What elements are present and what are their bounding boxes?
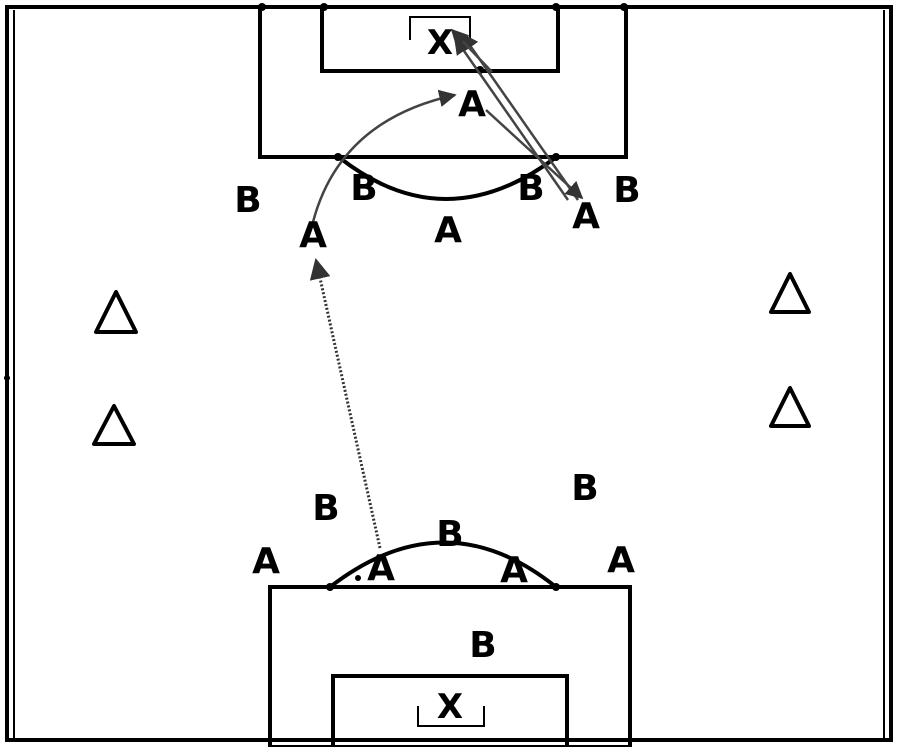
marker-dot (4, 375, 10, 381)
marker-dot (552, 153, 560, 161)
top-goal-label: X (427, 23, 453, 63)
cone-icon (769, 386, 811, 428)
marker-dot (334, 153, 342, 161)
cone-icon (769, 272, 811, 314)
player-b: B (517, 168, 544, 209)
marker-dot (552, 583, 560, 591)
marker-dot (620, 3, 628, 11)
player-a: A (572, 196, 600, 237)
bottom-goal-label: X (437, 687, 463, 727)
marker-dot (326, 583, 334, 591)
player-b: B (312, 488, 339, 529)
player-a: A (252, 541, 280, 582)
pass-arrow-long (309, 257, 382, 549)
player-b: B (234, 180, 261, 221)
player-a: A (607, 540, 635, 581)
cone-icon (94, 290, 138, 334)
top-goal-area (320, 5, 560, 73)
marker-dot (355, 575, 361, 581)
player-a: A (458, 84, 486, 125)
pass-arrow-diagonal (485, 109, 584, 200)
player-b: B (436, 514, 463, 555)
pass-arrow-to-goal-2 (453, 36, 570, 201)
player-a: A (500, 550, 528, 591)
top-penalty-arc (338, 156, 557, 201)
player-a: A (434, 210, 462, 251)
pass-arrow-top-goal (450, 28, 493, 73)
player-b: B (571, 468, 598, 509)
player-b: B (350, 168, 377, 209)
bottom-penalty-box (268, 585, 632, 747)
pitch-outline (5, 5, 893, 742)
cone-icon (92, 404, 136, 446)
marker-dot (552, 3, 560, 11)
marker-dot (258, 3, 266, 11)
player-a: A (299, 215, 327, 256)
bottom-penalty-arc (328, 540, 558, 589)
top-goal-bracket (409, 16, 471, 40)
run-arrow-curve (311, 89, 457, 223)
player-b: B (613, 170, 640, 211)
player-b: B (469, 625, 496, 666)
marker-dot (320, 3, 328, 11)
bottom-goal-area (331, 674, 569, 747)
bottom-goal-bracket (417, 706, 485, 727)
player-a: A (367, 548, 395, 589)
